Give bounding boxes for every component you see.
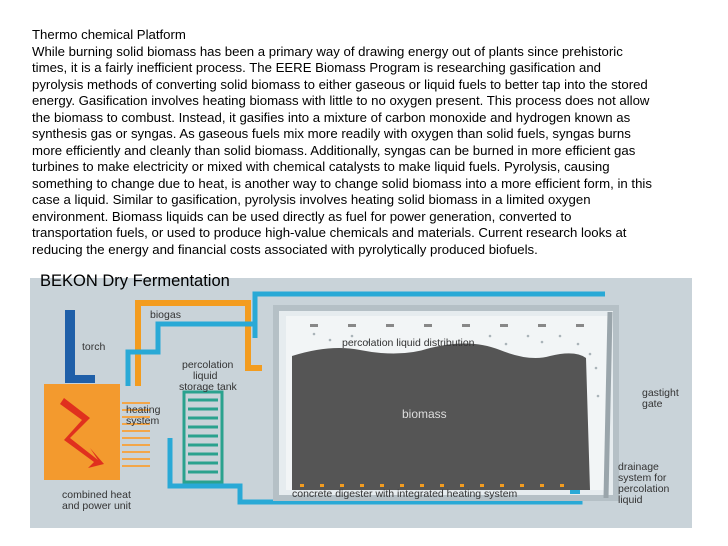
percolation-label-1: percolation	[182, 359, 234, 371]
biomass-label: biomass	[402, 407, 447, 421]
biogas-label: biogas	[150, 309, 181, 321]
drainage-label-1: drainage	[618, 461, 659, 473]
percolation-label-2: liquid	[193, 370, 218, 382]
text-block: Thermo chemical Platform While burning s…	[32, 27, 712, 258]
body-line: pyrolysis methods of converting solid bi…	[32, 76, 648, 92]
distribution-label: percolation liquid distribution	[342, 337, 475, 349]
torch-connector	[65, 375, 95, 383]
diagram-title: BEKON Dry Fermentation	[40, 272, 230, 290]
body-line: more efficiently and cleanly than solid …	[32, 142, 636, 158]
gastight-label-1: gastight	[642, 387, 679, 399]
heating-label-1: heating	[126, 404, 161, 416]
heating-coil	[122, 402, 150, 467]
torch-pipe	[65, 310, 75, 382]
bekon-diagram: biogas torch percolation liquid storage …	[30, 278, 692, 528]
body-line: turbines to make electricity or mixed wi…	[32, 159, 610, 174]
flame-icon	[60, 398, 104, 468]
gastight-gate	[603, 311, 613, 499]
body-line: While burning solid biomass has been a p…	[32, 43, 623, 59]
sprinkler-row	[310, 324, 584, 327]
body-line: times, it is a fairly inefficient proces…	[32, 60, 602, 75]
heading: Thermo chemical Platform	[32, 27, 186, 42]
drainage-label-3: percolation	[618, 483, 670, 495]
liquid-pipe-left	[125, 321, 255, 386]
body-line: environment. Biomass liquids can be used…	[32, 208, 572, 224]
heating-label-2: system	[126, 415, 160, 427]
body-line: energy. Gasification involves heating bi…	[32, 93, 650, 108]
tank-stripes	[188, 398, 218, 474]
chp-label-1: combined heat	[62, 489, 131, 501]
chp-label-2: and power unit	[62, 500, 131, 512]
body-line: something to change due to heat, is anot…	[32, 175, 652, 191]
gastight-label-2: gate	[642, 398, 663, 410]
body-line: case a liquid. Similar to gasification, …	[32, 192, 591, 207]
body-line: transportation fuels, or used to produce…	[32, 225, 627, 240]
percolation-label-3: storage tank	[179, 381, 238, 393]
biogas-pipe	[135, 300, 262, 386]
biomass-pile	[292, 343, 590, 490]
body-line: the biomass to combust. Instead, it gasi…	[32, 109, 631, 125]
digester-label: concrete digester with integrated heatin…	[292, 488, 518, 500]
floor-heating	[300, 484, 564, 487]
drainage-label-4: liquid	[618, 494, 643, 506]
drainage-label-2: system for	[618, 472, 667, 484]
chp-unit	[44, 384, 120, 480]
torch-label: torch	[82, 341, 106, 353]
body-line: synthesis gas or syngas. As gaseous fuel…	[32, 126, 631, 141]
storage-tank	[182, 390, 224, 484]
body-line: reducing the energy and financial costs …	[32, 241, 538, 257]
